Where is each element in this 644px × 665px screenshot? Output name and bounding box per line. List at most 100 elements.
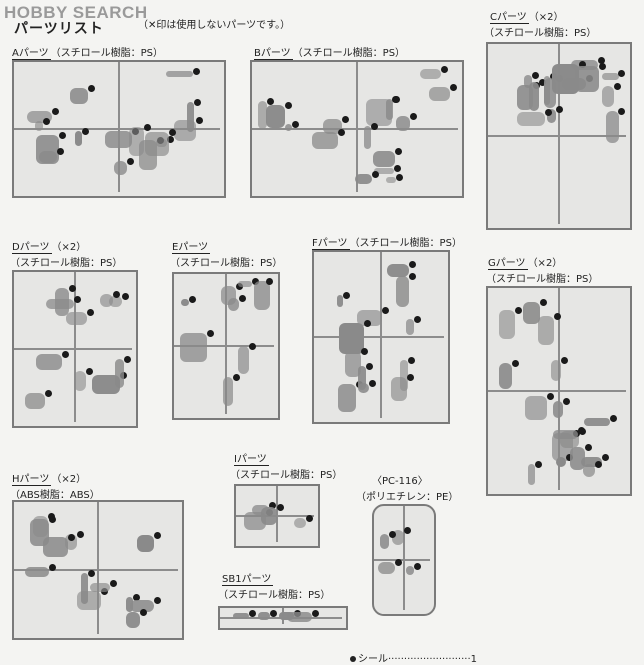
part-number-dot: [252, 277, 260, 285]
part-number-dot: [196, 116, 204, 124]
part-shape: [524, 395, 548, 420]
watermark-logo: HOBBY SEARCH: [4, 3, 148, 22]
part-shape: [65, 311, 87, 326]
part-shape: [499, 310, 515, 339]
part-shape: [364, 126, 371, 149]
sheet-label-f: Fパーツ（スチロール樹脂：PS）: [312, 238, 462, 250]
page-title: パーツリスト: [14, 21, 104, 37]
bullet-icon: [350, 656, 356, 662]
part-number-dot: [441, 66, 449, 74]
sheet-material-pc116: （ポリエチレン：PE）: [356, 492, 459, 503]
part-number-dot: [366, 363, 374, 371]
part-number-dot: [371, 171, 379, 179]
part-shape: [232, 612, 249, 620]
runner-gate: [488, 390, 626, 392]
part-number-dot: [553, 313, 561, 321]
part-number-dot: [44, 390, 52, 397]
part-number-dot: [618, 108, 625, 116]
part-shape: [378, 562, 396, 574]
part-shape: [357, 366, 367, 391]
part-shape: [390, 376, 408, 402]
part-shape: [400, 359, 408, 392]
part-number-dot: [133, 594, 141, 602]
part-shape: [115, 358, 125, 388]
part-number-dot: [566, 453, 574, 461]
part-shape: [129, 599, 155, 613]
part-number-dot: [48, 513, 56, 521]
part-shape: [260, 506, 278, 526]
runner-gate: [14, 348, 132, 350]
part-number-dot: [268, 502, 276, 510]
part-number-dot: [277, 503, 285, 511]
part-number-dot: [598, 62, 606, 70]
part-shape: [113, 160, 128, 176]
part-number-dot: [388, 530, 396, 538]
part-number-dot: [86, 308, 94, 316]
part-number-dot: [113, 290, 121, 298]
seal-count: シール··························1: [350, 650, 477, 665]
part-shape: [552, 430, 578, 439]
part-shape: [311, 131, 339, 150]
sheet-material-c: （スチロール樹脂：PS）: [484, 28, 597, 39]
part-shape: [24, 567, 49, 578]
part-shape: [396, 275, 409, 307]
part-number-dot: [381, 307, 389, 315]
part-shape: [365, 99, 393, 126]
part-shape: [385, 177, 397, 184]
part-number-dot: [556, 106, 564, 114]
part-number-dot: [238, 294, 246, 302]
part-number-dot: [407, 356, 415, 364]
part-shape: [145, 131, 170, 156]
part-shape: [583, 418, 611, 427]
runner-d: [12, 270, 138, 428]
part-number-dot: [154, 596, 162, 604]
sheet-label-g: Gパーツ（×2）: [488, 258, 563, 270]
runner-gate: [380, 252, 382, 418]
part-shape: [569, 447, 586, 471]
part-shape: [257, 611, 270, 621]
part-number-dot: [68, 285, 76, 293]
part-shape: [33, 516, 49, 537]
part-number-dot: [124, 355, 131, 363]
part-number-dot: [394, 147, 402, 155]
part-number-dot: [393, 164, 401, 172]
part-number-dot: [369, 380, 377, 388]
part-number-dot: [449, 84, 457, 92]
part-shape: [529, 82, 539, 112]
part-shape: [373, 150, 395, 168]
part-number-dot: [76, 531, 84, 539]
part-shape: [602, 73, 619, 81]
part-shape: [36, 354, 62, 371]
part-number-dot: [249, 342, 257, 350]
part-shape: [517, 111, 546, 127]
part-number-dot: [539, 299, 547, 307]
sheet-label-h: Hパーツ（×2）: [12, 474, 87, 486]
part-shape: [125, 597, 134, 613]
part-shape: [243, 511, 266, 530]
part-shape: [46, 299, 75, 309]
part-shape: [580, 456, 603, 468]
part-shape: [180, 298, 190, 307]
runner-c: [486, 42, 632, 230]
part-number-dot: [395, 559, 403, 567]
sheet-label-a: Aパーツ（スチロール樹脂：PS）: [12, 48, 164, 60]
part-number-dot: [169, 128, 177, 136]
part-shape: [186, 102, 195, 132]
part-number-dot: [563, 398, 571, 406]
part-shape: [105, 131, 132, 148]
part-number-dot: [42, 117, 50, 125]
part-shape: [74, 130, 82, 146]
part-number-dot: [613, 83, 621, 91]
runner-gate: [174, 345, 274, 347]
part-number-dot: [248, 610, 256, 617]
part-number-dot: [81, 127, 89, 135]
part-number-dot: [189, 295, 197, 303]
part-shape: [253, 281, 270, 311]
sheet-material-i: （スチロール樹脂：PS）: [230, 470, 343, 481]
runner-gate: [14, 128, 220, 130]
runner-i: [234, 484, 320, 548]
part-number-dot: [86, 367, 94, 375]
part-shape: [582, 464, 596, 477]
part-shape: [284, 123, 293, 131]
part-number-dot: [167, 135, 175, 143]
